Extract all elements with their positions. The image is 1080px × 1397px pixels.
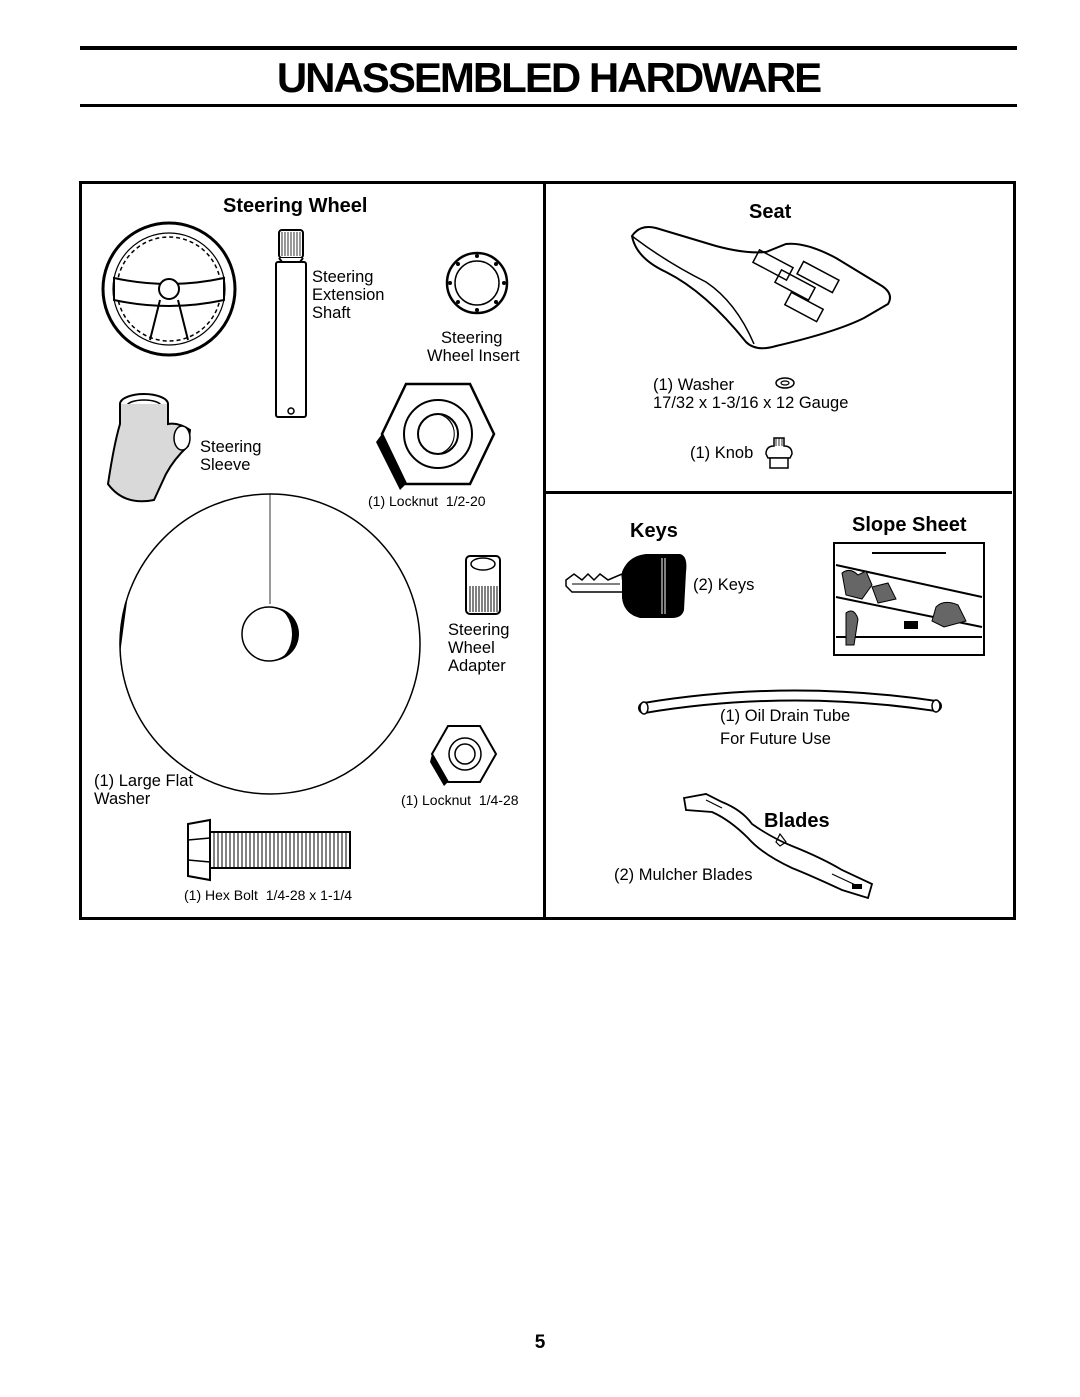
oil-drain-tube-label-2: For Future Use xyxy=(720,730,831,748)
blades-heading: Blades xyxy=(764,810,830,832)
seat-knob-icon xyxy=(765,437,793,469)
hex-bolt-label: (1) Hex Bolt 1/4-28 x 1-1/4 xyxy=(184,887,353,903)
large-flat-washer-label-2: Washer xyxy=(94,790,151,808)
mulcher-blade-icon xyxy=(682,793,874,900)
large-flat-washer-icon xyxy=(119,493,421,795)
wheel-insert-label-2: Wheel Insert xyxy=(427,347,520,365)
oil-drain-tube-label-1: (1) Oil Drain Tube xyxy=(720,707,851,725)
sleeve-label-2: Sleeve xyxy=(200,456,251,474)
slope-sheet-icon xyxy=(833,542,985,656)
locknut-small-label: (1) Locknut 1/4-28 xyxy=(401,792,519,808)
key-icon xyxy=(565,554,687,618)
hex-bolt-icon xyxy=(187,818,351,882)
wheel-adapter-label-1: Steering xyxy=(448,621,510,639)
seat-icon xyxy=(630,226,891,350)
extension-shaft-label-2: Extension xyxy=(312,286,385,304)
keys-label: (2) Keys xyxy=(693,576,755,594)
page-title: UNASSEMBLED HARDWARE xyxy=(276,54,822,101)
seat-washer-label: (1) Washer xyxy=(653,376,734,394)
title-bottom-rule xyxy=(80,104,1017,107)
locknut-large-icon xyxy=(376,382,496,490)
locknut-small-icon xyxy=(430,725,498,786)
vertical-divider xyxy=(543,183,546,920)
title-top-rule xyxy=(80,46,1017,50)
slope-sheet-heading: Slope Sheet xyxy=(852,514,967,536)
extension-shaft-label-1: Steering xyxy=(312,268,374,286)
wheel-insert-label-1: Steering xyxy=(441,329,503,347)
horizontal-divider xyxy=(546,491,1012,494)
steering-wheel-heading: Steering Wheel xyxy=(223,195,368,217)
seat-heading: Seat xyxy=(749,201,792,223)
locknut-large-label: (1) Locknut 1/2-20 xyxy=(368,493,486,509)
large-flat-washer-label-1: (1) Large Flat xyxy=(94,772,194,790)
keys-heading: Keys xyxy=(630,520,678,542)
wheel-insert-icon xyxy=(445,251,509,315)
mulcher-blades-label: (2) Mulcher Blades xyxy=(614,866,753,884)
oil-drain-tube-icon xyxy=(638,689,942,715)
steering-wheel-icon xyxy=(101,221,237,357)
wheel-adapter-label-3: Adapter xyxy=(448,657,506,675)
extension-shaft-icon xyxy=(275,229,307,418)
seat-washer-spec: 17/32 x 1-3/16 x 12 Gauge xyxy=(653,394,849,412)
page-number: 5 xyxy=(534,1332,546,1353)
wheel-adapter-label-2: Wheel xyxy=(448,639,495,657)
seat-knob-label: (1) Knob xyxy=(690,444,754,462)
wheel-adapter-icon xyxy=(465,555,501,615)
extension-shaft-label-3: Shaft xyxy=(312,304,351,322)
seat-washer-icon xyxy=(775,377,795,389)
steering-sleeve-icon xyxy=(106,393,192,503)
sleeve-label-1: Steering xyxy=(200,438,262,456)
hardware-frame xyxy=(79,181,1016,920)
